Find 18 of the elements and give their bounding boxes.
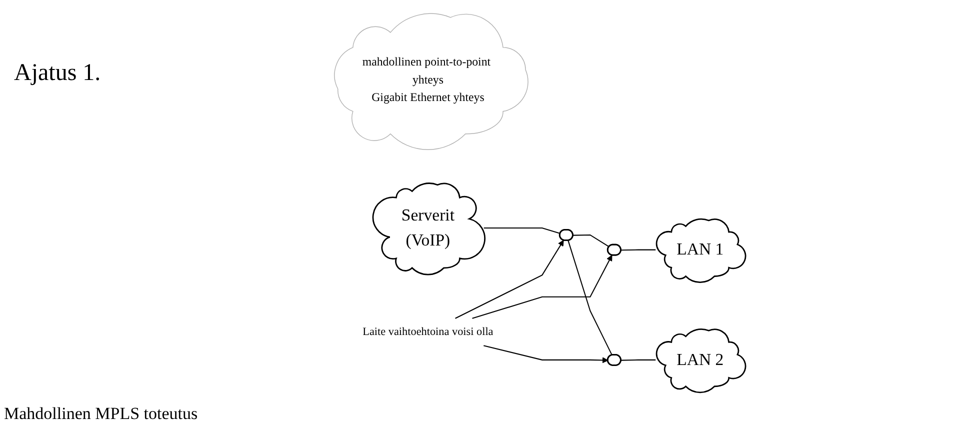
connector-line [573, 234, 610, 248]
cloud-shape: Serverit (VoIP) [372, 182, 486, 276]
cloud-shape: LAN 2 [656, 328, 746, 394]
connector-line [621, 359, 656, 361]
note-text: Laite vaihtoehtoina voisi olla [362, 326, 494, 338]
router-ellipse [558, 229, 574, 241]
router-ellipse [606, 354, 622, 366]
arrow [484, 345, 608, 364]
arrow [472, 254, 612, 319]
router-ellipse [606, 244, 622, 256]
cloud-shape: mahdollinen point-to-point yhteys Gigabit Ethernet yhteys [334, 13, 528, 150]
note-text: Mahdollinen MPLS toteutus [4, 404, 198, 424]
connector-line [484, 227, 560, 234]
connector-line [568, 240, 612, 356]
arrow [455, 240, 564, 319]
connector-line [621, 249, 656, 251]
cloud-shape: LAN 1 [656, 218, 746, 283]
diagram-title: Ajatus 1. [14, 60, 101, 87]
